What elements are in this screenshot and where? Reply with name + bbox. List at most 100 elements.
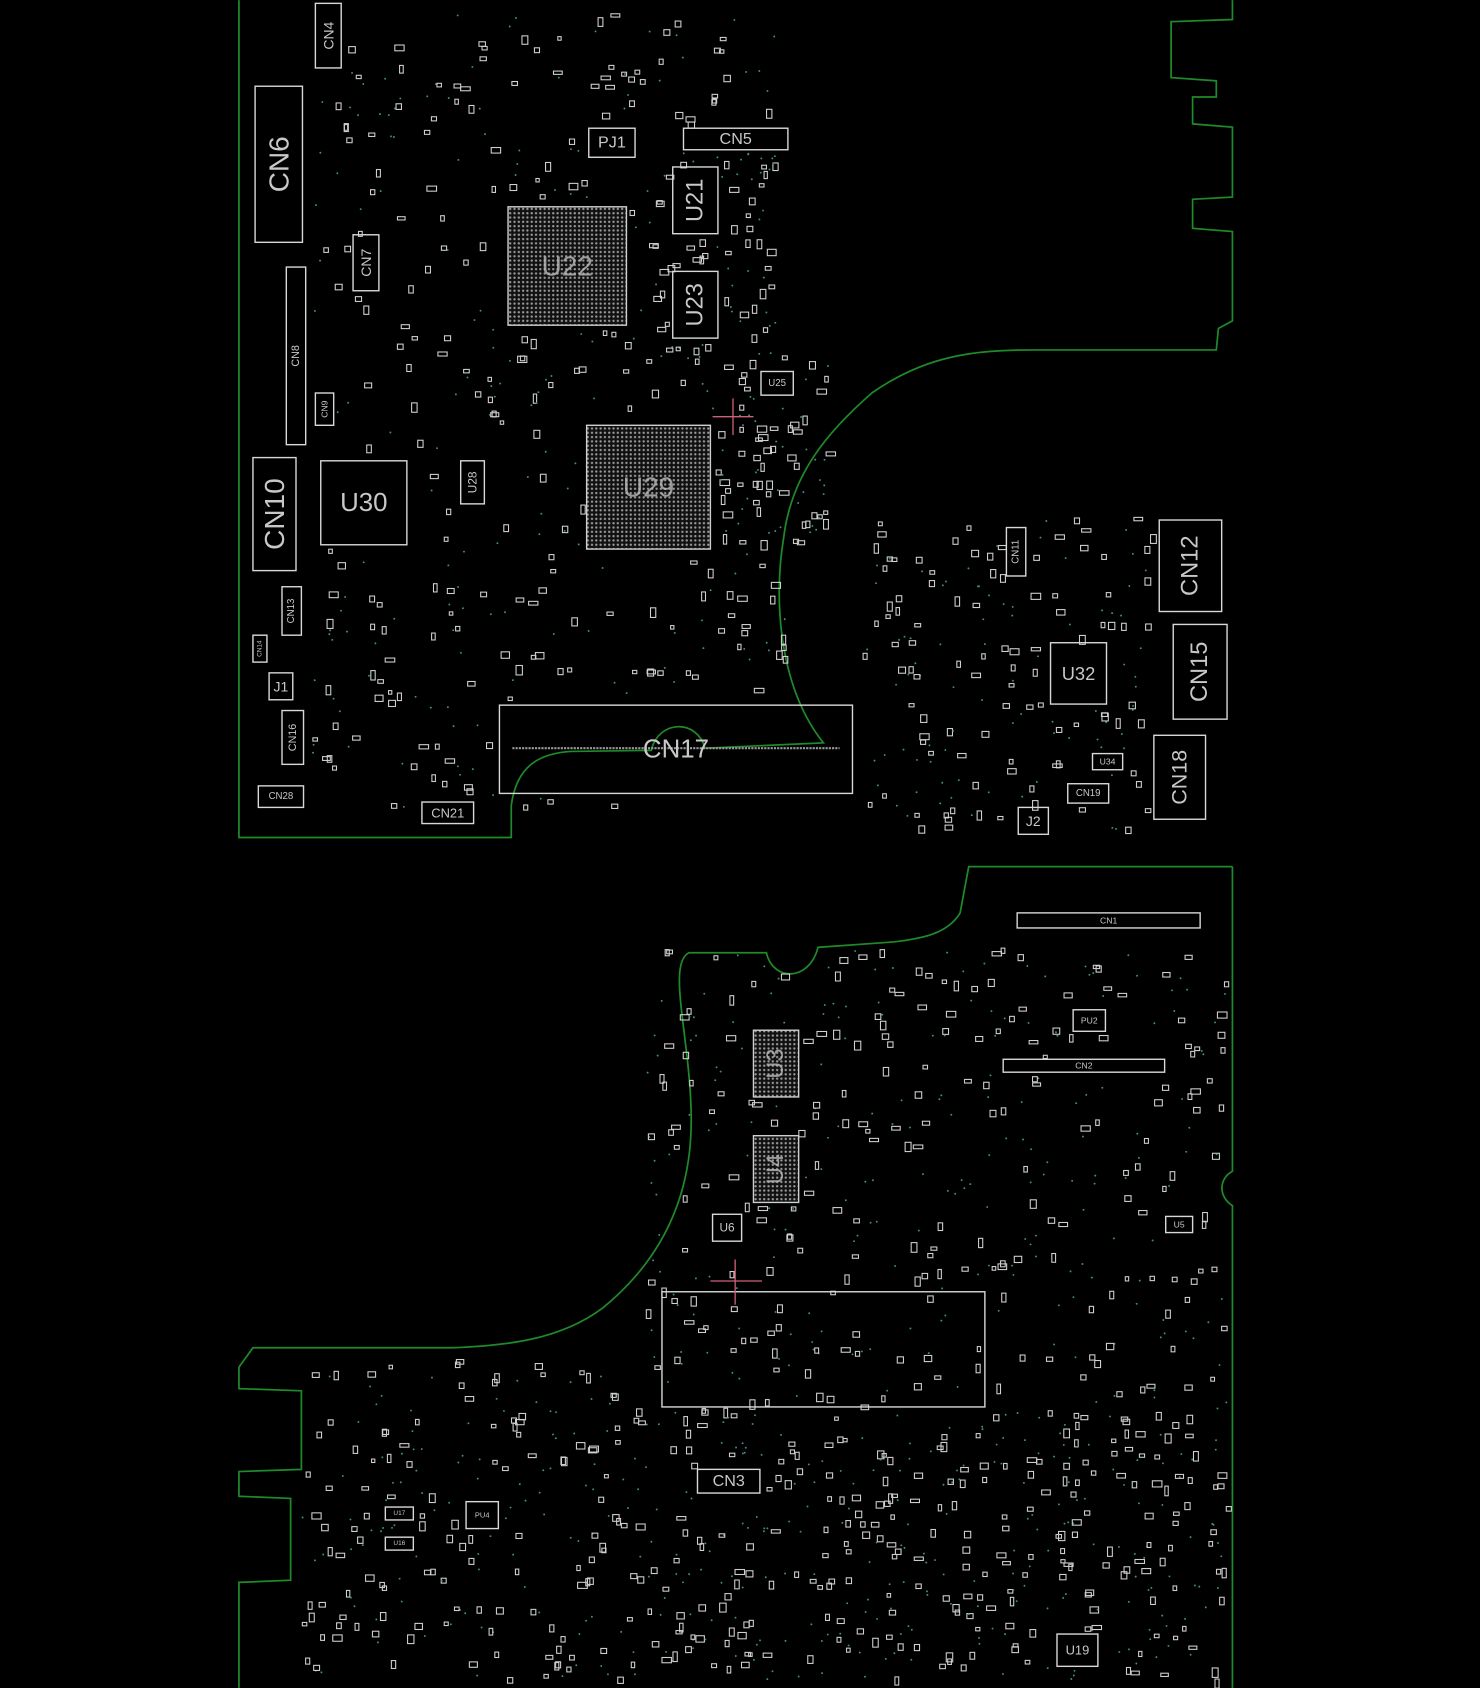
via <box>1117 1545 1120 1548</box>
via <box>659 1613 662 1616</box>
component-pj1[interactable]: PJ1 <box>588 127 636 158</box>
component-u21[interactable]: U21 <box>672 166 719 235</box>
via <box>736 173 739 176</box>
via <box>627 1507 629 1510</box>
smd-pad <box>649 243 659 249</box>
smd-pad <box>946 728 954 737</box>
smd-pad <box>325 1485 333 1491</box>
via <box>1120 614 1122 617</box>
component-cn18[interactable]: CN18 <box>1153 734 1207 820</box>
component-pu4[interactable]: PU4 <box>465 1500 500 1530</box>
component-outline <box>285 266 307 446</box>
component-cn21[interactable]: CN21 <box>421 801 475 825</box>
via <box>608 1402 611 1405</box>
component-cn16[interactable]: CN16 <box>281 709 305 766</box>
smd-pad <box>817 1585 824 1590</box>
via <box>741 1452 744 1455</box>
component-j2[interactable]: J2 <box>1017 806 1050 836</box>
component-cn12[interactable]: CN12 <box>1158 519 1223 613</box>
smd-pad <box>757 1206 769 1212</box>
via <box>653 1034 656 1037</box>
smd-pad <box>685 1446 693 1455</box>
component-cn6[interactable]: CN6 <box>254 85 304 244</box>
component-u4[interactable]: U4 <box>752 1134 800 1204</box>
component-u29[interactable]: U29 <box>585 424 712 550</box>
via <box>818 479 821 482</box>
smd-pad <box>950 807 956 815</box>
component-j1[interactable]: J1 <box>268 672 294 701</box>
component-u3[interactable]: U3 <box>752 1029 800 1098</box>
smd-pad <box>749 359 757 370</box>
smd-pad <box>741 624 751 629</box>
component-cn14[interactable]: CN14 <box>252 634 268 663</box>
via <box>861 1437 864 1440</box>
component-u32[interactable]: U32 <box>1049 642 1108 705</box>
smd-pad <box>1070 1491 1077 1498</box>
smd-pad <box>1138 1209 1148 1216</box>
via <box>1024 1439 1026 1442</box>
component-u25[interactable]: U25 <box>760 370 794 396</box>
component-cn7[interactable]: CN7 <box>352 234 380 292</box>
component-u23[interactable]: U23 <box>672 270 719 339</box>
component-u19[interactable]: U19 <box>1056 1633 1099 1668</box>
component-u16[interactable]: U16 <box>384 1536 415 1551</box>
smd-pad <box>1210 1529 1217 1536</box>
smd-pad <box>703 1325 709 1331</box>
via <box>844 1037 847 1040</box>
component-cn15[interactable]: CN15 <box>1172 623 1228 720</box>
component-u22[interactable]: U22 <box>507 206 628 326</box>
via <box>653 1159 656 1162</box>
via <box>792 1207 795 1210</box>
smd-pad <box>749 1399 756 1410</box>
component-pu2[interactable]: PU2 <box>1072 1009 1107 1032</box>
via <box>896 1499 899 1502</box>
via <box>1083 1497 1086 1500</box>
component-cn3[interactable]: CN3 <box>696 1468 761 1494</box>
component-u6[interactable]: U6 <box>711 1213 743 1242</box>
via <box>544 450 547 453</box>
via <box>461 607 464 610</box>
component-u30[interactable]: U30 <box>320 460 408 546</box>
component-u5[interactable]: U5 <box>1165 1215 1194 1234</box>
smd-pad <box>1089 1354 1096 1361</box>
component-u28[interactable]: U28 <box>459 460 486 505</box>
smd-pad <box>739 426 744 433</box>
via <box>1159 1336 1162 1339</box>
via <box>908 1457 911 1460</box>
component-cn8[interactable]: CN8 <box>285 266 307 446</box>
component-cn11[interactable]: CN11 <box>1005 526 1027 577</box>
via <box>755 1643 758 1646</box>
component-cn17[interactable]: CN17 <box>498 704 854 795</box>
component-cn9[interactable]: CN9 <box>314 392 335 426</box>
via <box>620 1630 623 1633</box>
component-cn10[interactable]: CN10 <box>252 456 297 572</box>
smd-pad <box>776 650 783 660</box>
component-label: CN5 <box>720 130 752 148</box>
smd-pad <box>671 1298 678 1305</box>
via <box>361 1544 364 1547</box>
board-outline-top <box>238 0 1234 839</box>
via <box>755 1515 758 1518</box>
smd-pad <box>1149 1275 1155 1282</box>
component-cn4[interactable]: CN4 <box>314 2 342 69</box>
component-cn5[interactable]: CN5 <box>682 127 789 151</box>
component-cn13[interactable]: CN13 <box>281 586 303 636</box>
smd-pad <box>1022 1572 1028 1578</box>
component-cn1[interactable]: CN1 <box>1016 912 1201 929</box>
component-u17[interactable]: U17 <box>384 1506 415 1521</box>
smd-pad <box>610 1392 617 1398</box>
smd-pad <box>1187 1477 1193 1485</box>
smd-pad <box>1186 1414 1194 1425</box>
smd-pad <box>908 640 917 646</box>
component-cn28[interactable]: CN28 <box>257 785 305 809</box>
component-cn19[interactable]: CN19 <box>1067 783 1110 804</box>
component-u34[interactable]: U34 <box>1091 752 1124 771</box>
smd-pad <box>781 644 787 652</box>
component-label: U17 <box>393 1510 405 1517</box>
via <box>681 56 684 59</box>
smd-pad <box>386 1494 396 1500</box>
via <box>1051 720 1054 723</box>
smd-pad <box>895 595 903 603</box>
component-cn2[interactable]: CN2 <box>1002 1058 1166 1073</box>
